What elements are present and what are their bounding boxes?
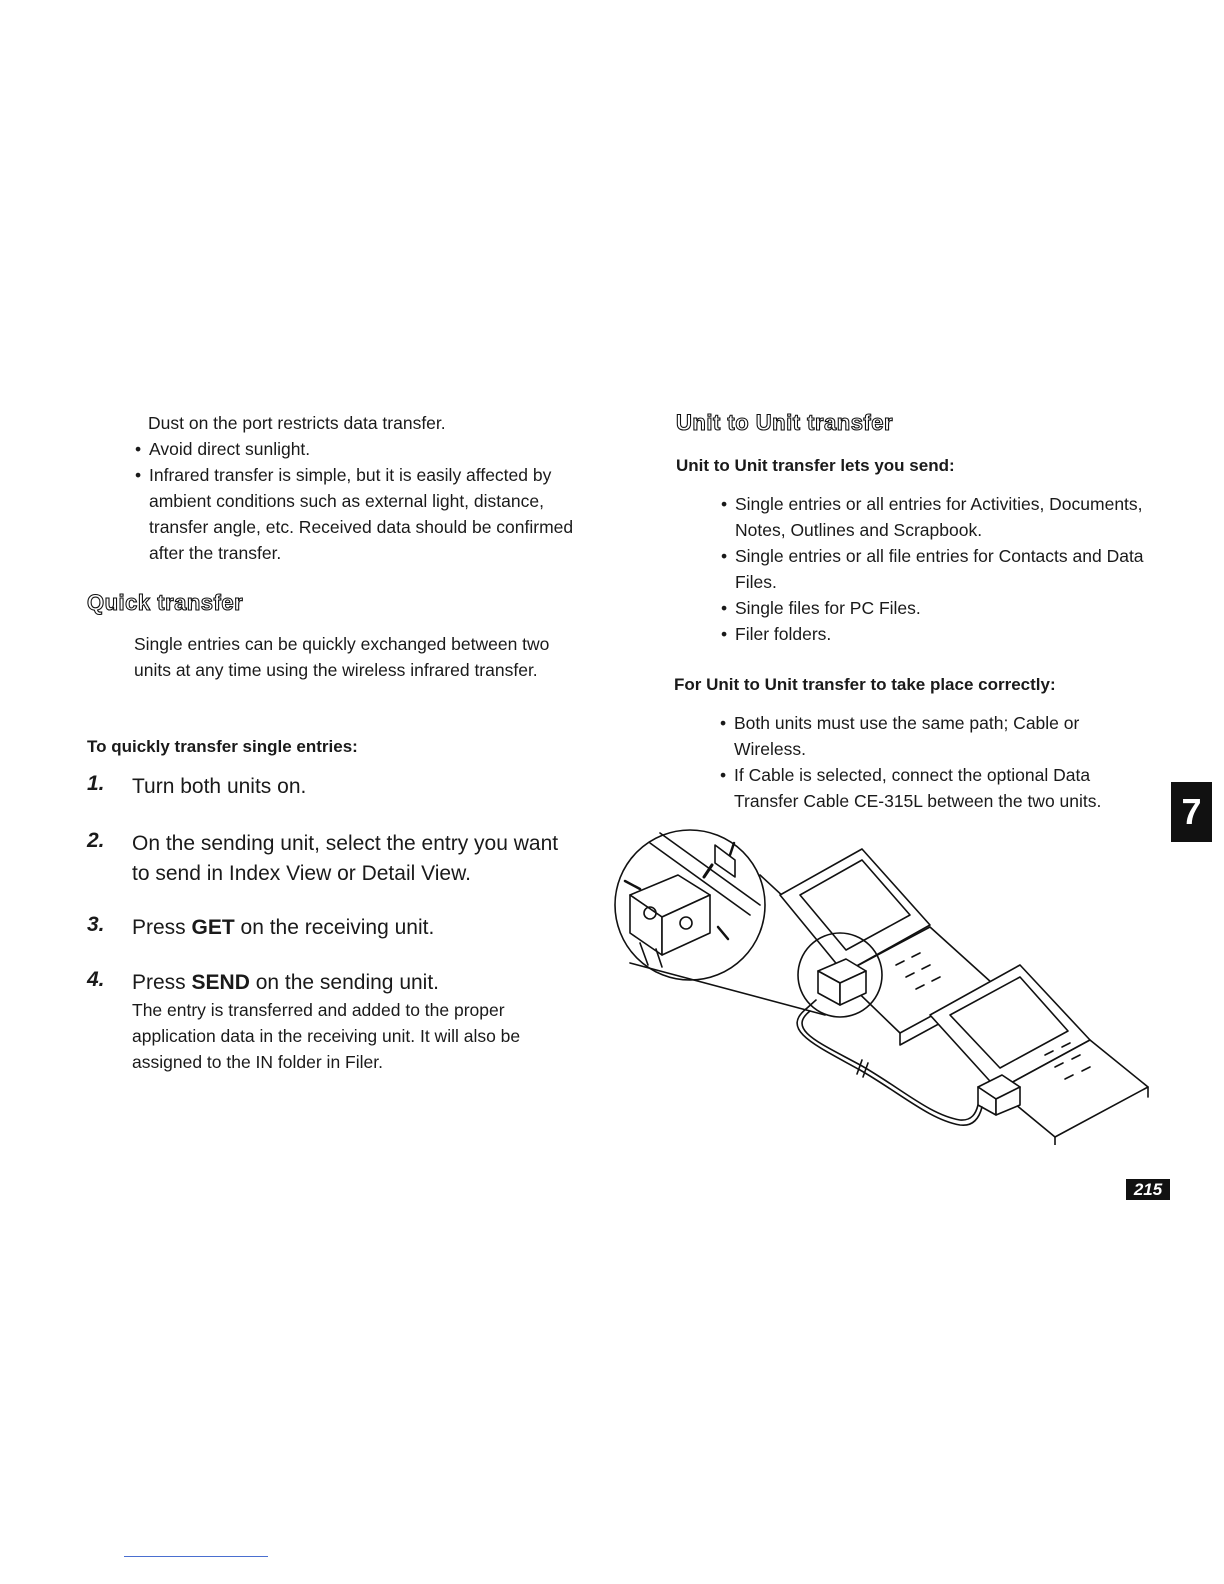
unit-to-unit-title: Unit to Unit transfer (675, 409, 894, 435)
step-title-pre: Press (132, 971, 192, 994)
send-heading: Unit to Unit transfer lets you send: (676, 456, 955, 475)
step-number: 1. (87, 772, 105, 795)
step-note: The entry is transferred and added to th… (132, 1000, 521, 1072)
list-item: If Cable is selected, connect the option… (720, 762, 1150, 814)
bullet-item: Infrared transfer is simple, but it is e… (135, 462, 575, 566)
step-title: On the sending unit, select the entry yo… (132, 832, 559, 885)
list-item: Single entries or all entries for Activi… (721, 491, 1151, 543)
step-number: 3. (87, 913, 105, 936)
two-units-connected-by-cable-illustration (614, 829, 1149, 1145)
step-number: 2. (87, 829, 105, 852)
bottom-rule (124, 1556, 268, 1557)
get-key-label: GET (191, 916, 235, 939)
send-key-label: SEND (191, 971, 250, 994)
bullet-item: Avoid direct sunlight. (135, 436, 575, 462)
quick-transfer-body: Single entries can be quickly exchanged … (134, 634, 550, 680)
caution-bullet-list: Avoid direct sunlight. Infrared transfer… (135, 436, 575, 566)
step-title: Press GET on the receiving unit. (132, 913, 562, 943)
send-list: Single entries or all entries for Activi… (721, 491, 1151, 647)
step-title: Turn both units on. (132, 775, 307, 798)
correct-heading: For Unit to Unit transfer to take place … (674, 675, 1056, 694)
step-title-post: on the sending unit. (249, 971, 440, 994)
intro-line: Dust on the port restricts data transfer… (148, 413, 446, 433)
intro-text: Dust on the port restricts data transfer… (148, 410, 578, 436)
step-number: 4. (87, 968, 105, 991)
chapter-tab: 7 (1171, 782, 1212, 842)
step-title-pre: Press (132, 916, 192, 939)
step-title-post: on the receiving unit. (234, 916, 435, 939)
page-number: 215 (1126, 1179, 1170, 1200)
step-title: Press SEND on the sending unit. (132, 968, 562, 998)
list-item: Single files for PC Files. (721, 595, 1151, 621)
quick-transfer-title: Quick transfer (86, 589, 244, 615)
steps-heading: To quickly transfer single entries: (87, 737, 358, 756)
correct-list: Both units must use the same path; Cable… (720, 710, 1150, 814)
list-item: Single entries or all file entries for C… (721, 543, 1151, 595)
list-item: Filer folders. (721, 621, 1151, 647)
list-item: Both units must use the same path; Cable… (720, 710, 1150, 762)
